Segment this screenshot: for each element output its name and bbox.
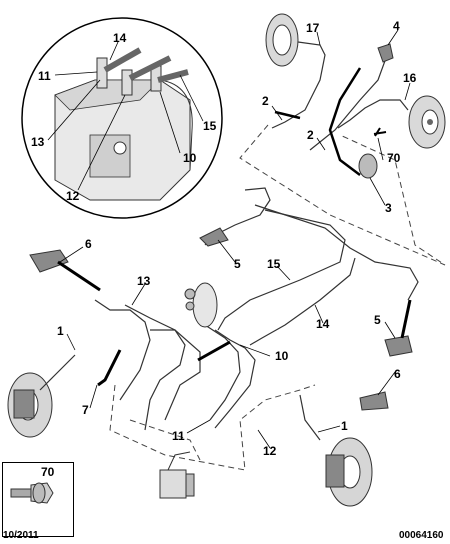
front-right-disc bbox=[299, 394, 373, 507]
callout-16: 16 bbox=[403, 71, 417, 85]
footer-reference: 00064160 bbox=[399, 530, 444, 541]
callout-15a: 15 bbox=[203, 119, 217, 133]
callout-70: 70 bbox=[387, 151, 401, 165]
callout-3: 3 bbox=[385, 201, 392, 215]
callout-15b: 15 bbox=[267, 257, 281, 271]
callout-11b: 11 bbox=[172, 429, 185, 443]
callout-6b: 6 bbox=[394, 367, 401, 381]
callout-2b: 2 bbox=[307, 128, 314, 142]
callout-13b: 13 bbox=[137, 274, 151, 288]
abs-unit bbox=[159, 451, 195, 499]
callout-14b: 14 bbox=[316, 317, 330, 331]
front-left-disc bbox=[7, 354, 76, 438]
callout-5a: 5 bbox=[234, 257, 241, 271]
callout-2a: 2 bbox=[262, 94, 269, 108]
callout-5b: 5 bbox=[374, 313, 381, 327]
callout-14a: 14 bbox=[113, 31, 127, 45]
callout-7: 7 bbox=[82, 403, 89, 417]
callout-11a: 11 bbox=[38, 69, 51, 83]
inset-label: 70 bbox=[41, 465, 55, 479]
callout-17: 17 bbox=[306, 21, 320, 35]
bolt-inset: 70 bbox=[2, 462, 74, 537]
callout-10b: 10 bbox=[275, 349, 289, 363]
main-pipes bbox=[94, 187, 419, 471]
callout-12a: 12 bbox=[66, 189, 80, 203]
callout-4: 4 bbox=[393, 19, 400, 33]
master-cylinder bbox=[184, 282, 218, 328]
callout-1b: 1 bbox=[341, 419, 348, 433]
abs-unit-detail bbox=[21, 17, 223, 219]
callout-6a: 6 bbox=[85, 237, 92, 251]
bolt-icon bbox=[10, 482, 54, 504]
rear-drum-right bbox=[408, 95, 446, 149]
callout-1a: 1 bbox=[57, 324, 64, 338]
callout-12b: 12 bbox=[263, 444, 277, 458]
rear-drum-left bbox=[265, 13, 299, 67]
footer-date: 10/2011 bbox=[3, 530, 39, 541]
callout-13a: 13 bbox=[31, 135, 45, 149]
callout-10a: 10 bbox=[183, 151, 197, 165]
